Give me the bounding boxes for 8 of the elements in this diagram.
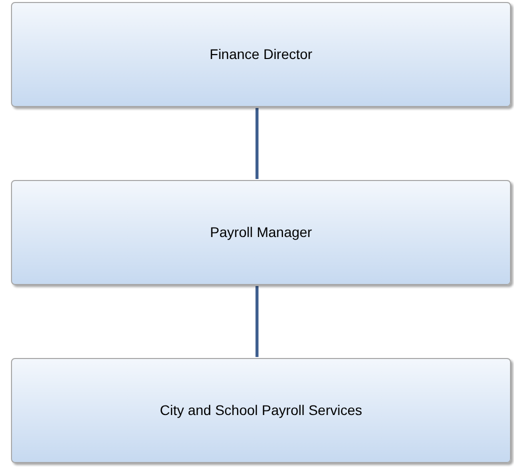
role-title: City and School Payroll Services (160, 401, 362, 420)
org-box (11, 358, 511, 463)
connector-line (256, 108, 258, 179)
org-box (11, 180, 511, 285)
role-title: Payroll Manager (210, 223, 312, 242)
role-title: Finance Director (210, 45, 312, 64)
org-box (11, 2, 511, 107)
connector-line (256, 286, 258, 357)
